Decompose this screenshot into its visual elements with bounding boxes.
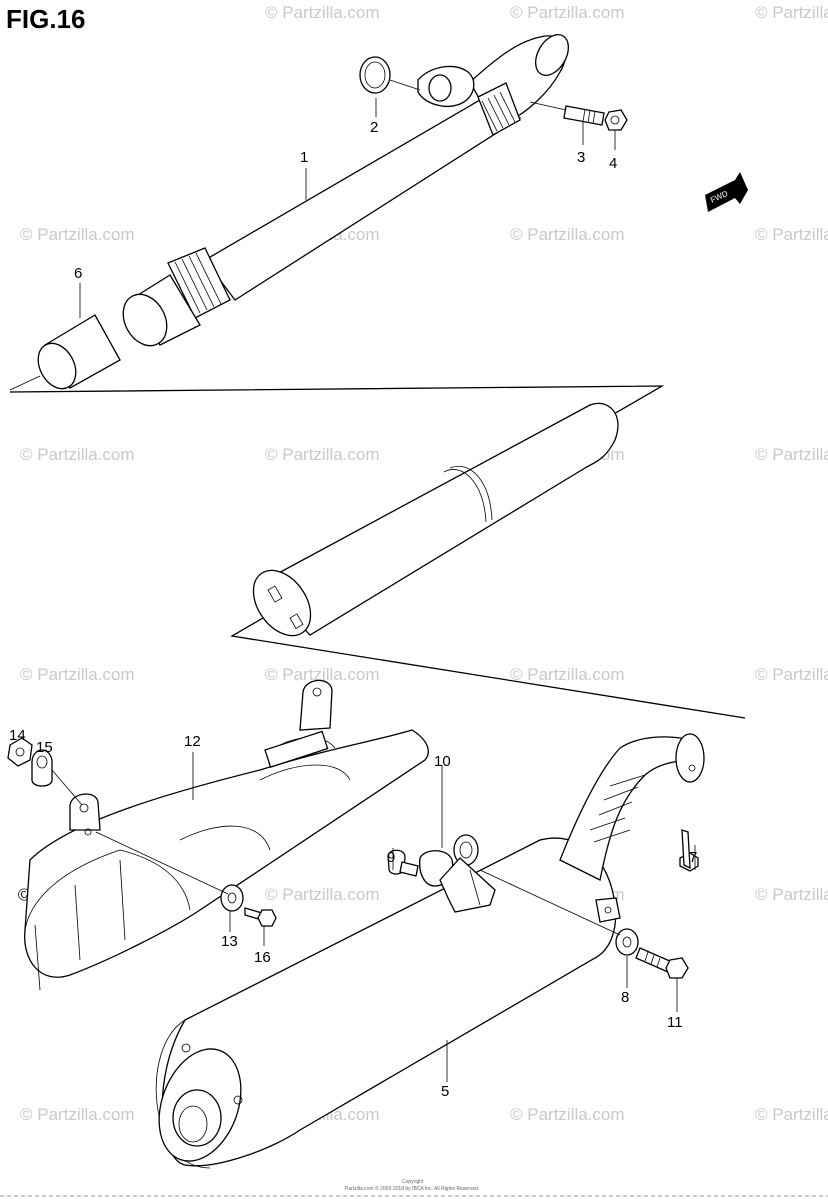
callout-6[interactable]: 6 xyxy=(74,265,82,282)
watermark: © Partzilla.com xyxy=(755,1105,828,1124)
part-8-washer[interactable] xyxy=(615,928,639,956)
footer-copyright: Copyright Partzilla.com © 2003-2018 by I… xyxy=(0,1179,828,1197)
watermark: © Partzilla.com xyxy=(755,3,828,22)
part-14-nut[interactable] xyxy=(7,737,33,767)
copyright-line-2: Partzilla.com © 2003-2018 by IBCA Inc. A… xyxy=(345,1185,479,1192)
watermark: © Partzilla.com xyxy=(510,665,625,684)
middle-pipe-section xyxy=(252,402,619,637)
watermark: © Partzilla.com xyxy=(755,665,828,684)
callout-1[interactable]: 1 xyxy=(300,149,308,166)
watermark: © Partzilla.com xyxy=(265,445,380,464)
watermark: © Partzilla.com xyxy=(755,225,828,244)
callout-16[interactable]: 16 xyxy=(254,949,271,966)
part-7-bolt[interactable] xyxy=(679,829,699,872)
watermark: © Partzilla.com xyxy=(755,885,828,904)
callout-10[interactable]: 10 xyxy=(434,753,451,770)
leader-line xyxy=(95,831,229,895)
callout-5[interactable]: 5 xyxy=(441,1083,449,1100)
part-15-collar[interactable] xyxy=(31,749,53,787)
figure-title: FIG.16 xyxy=(6,4,86,34)
watermark: © Partzilla.com xyxy=(20,665,135,684)
callout-2[interactable]: 2 xyxy=(370,119,378,136)
callout-leaders xyxy=(79,98,696,1082)
part-2-gasket[interactable] xyxy=(359,56,421,94)
part-1-exhaust-pipe[interactable] xyxy=(115,29,575,353)
part-12-heat-shield[interactable] xyxy=(24,679,429,991)
watermark: © Partzilla.com xyxy=(510,1105,625,1124)
copyright-line-1: Copyright xyxy=(402,1179,424,1185)
callout-3[interactable]: 3 xyxy=(577,149,585,166)
part-13-washer[interactable] xyxy=(220,884,244,912)
callout-15[interactable]: 15 xyxy=(36,739,53,756)
watermark: © Partzilla.com xyxy=(20,1105,135,1124)
part-11-bolt[interactable] xyxy=(635,947,689,979)
part-4-nut[interactable] xyxy=(604,109,628,131)
muffler-inlet-pipe xyxy=(559,733,705,881)
part-6-connector-sleeve[interactable] xyxy=(9,314,121,395)
part-9-collar[interactable] xyxy=(387,849,419,877)
watermark: © Partzilla.com xyxy=(510,3,625,22)
fwd-arrow-icon: FWD xyxy=(705,172,748,212)
watermark: © Partzilla.com xyxy=(20,225,135,244)
callout-11[interactable]: 11 xyxy=(667,1014,683,1031)
callout-4[interactable]: 4 xyxy=(609,155,617,172)
leader-line xyxy=(479,869,621,936)
watermark: © Partzilla.com xyxy=(20,445,135,464)
watermark: © Partzilla.com xyxy=(755,445,828,464)
callout-9[interactable]: 9 xyxy=(387,849,395,866)
watermark: © Partzilla.com xyxy=(265,885,380,904)
watermark: © Partzilla.com xyxy=(265,665,380,684)
callout-8[interactable]: 8 xyxy=(621,989,629,1006)
callout-12[interactable]: 12 xyxy=(184,733,201,750)
callout-13[interactable]: 13 xyxy=(221,933,238,950)
watermark: © Partzilla.com xyxy=(265,3,380,22)
callout-14[interactable]: 14 xyxy=(9,727,26,744)
part-16-bolt[interactable] xyxy=(244,907,277,927)
part-3-stud-bolt[interactable] xyxy=(529,101,605,126)
watermark: © Partzilla.com xyxy=(510,225,625,244)
callout-labels: 1 2 3 4 5 6 7 8 9 10 11 12 13 14 15 16 xyxy=(9,119,697,1100)
callout-7[interactable]: 7 xyxy=(689,849,697,866)
leader-line xyxy=(51,769,83,806)
